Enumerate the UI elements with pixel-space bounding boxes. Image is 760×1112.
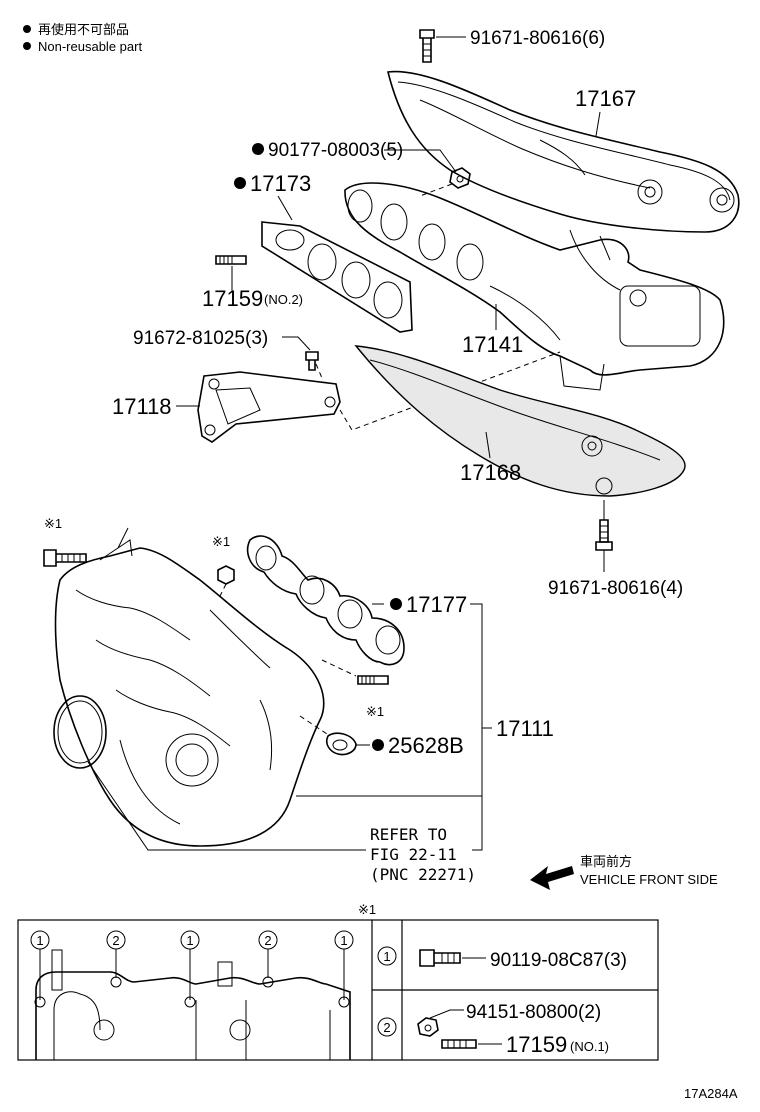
- note-mark: ※1: [366, 704, 384, 719]
- legend-jp: 再使用不可部品: [38, 22, 129, 37]
- label-17177: 17177: [406, 592, 467, 617]
- row2-part-b: 17159: [506, 1032, 567, 1057]
- label-17159-no2: 17159: [202, 286, 263, 311]
- bolt-91671-80616-top: 91671-80616(6): [419, 28, 605, 63]
- inset-callout: 1: [30, 930, 50, 1008]
- non-reusable-dot-icon: [390, 598, 402, 610]
- inset-callout: 1: [334, 930, 354, 1008]
- non-reusable-dot-icon: [252, 143, 264, 155]
- vehicle-front-direction: 車両前方 VEHICLE FRONT SIDE: [530, 854, 718, 890]
- o-ring-refer: [53, 695, 366, 851]
- note-table: ※1 1 2 1: [17, 902, 659, 1061]
- heat-insulator-17168: 17168: [354, 345, 686, 497]
- table-row: 2 94151-80800(2) 17159 (NO.1): [377, 1002, 609, 1057]
- note-stud-right: ※1: [321, 659, 389, 719]
- row2-part-a: 94151-80800(2): [466, 1002, 601, 1023]
- refer-line-1: REFER TO: [370, 825, 447, 844]
- inset-manifold-flange: [35, 949, 351, 1060]
- heat-insulator-17167: 17167: [387, 70, 740, 233]
- non-reusable-dot-icon: [234, 177, 246, 189]
- legend-dot-icon: [23, 42, 31, 50]
- direction-jp: 車両前方: [580, 854, 632, 869]
- row1-part: 90119-08C87(3): [490, 950, 627, 971]
- label-91671-80616-6: 91671-80616(6): [470, 28, 605, 49]
- table-header-mark: ※1: [358, 902, 376, 917]
- nut-90177-08003: 90177-08003(5): [252, 140, 471, 197]
- note-mark: ※1: [44, 516, 62, 531]
- figure-id: 17A284A: [684, 1086, 738, 1101]
- bolt-91671-80616-bottom: 91671-80616(4): [548, 500, 683, 599]
- refer-line-2: FIG 22-11: [370, 845, 457, 864]
- svg-text:2: 2: [112, 933, 119, 948]
- arrow-left-icon: [530, 866, 574, 890]
- inset-callout: 2: [106, 930, 126, 988]
- legend-en: Non-reusable part: [38, 39, 142, 54]
- note-mark: ※1: [212, 534, 230, 549]
- refer-line-3: (PNC 22271): [370, 865, 476, 884]
- label-17168: 17168: [460, 460, 521, 485]
- exhaust-manifold-17141: 17141: [344, 182, 725, 391]
- table-row: 1 90119-08C87(3): [377, 946, 627, 971]
- gasket-17177: 17177: [246, 535, 483, 851]
- refer-to-figure: REFER TO FIG 22-11 (PNC 22271): [370, 825, 476, 884]
- label-91671-80616-4: 91671-80616(4): [548, 578, 683, 599]
- bracket-17118: 17118: [112, 351, 561, 443]
- inset-callout: 1: [180, 930, 200, 1008]
- svg-text:1: 1: [36, 933, 43, 948]
- inset-callout: 2: [258, 930, 278, 988]
- note-nut-center: ※1: [212, 534, 235, 601]
- direction-en: VEHICLE FRONT SIDE: [580, 872, 718, 887]
- svg-text:1: 1: [340, 933, 347, 948]
- svg-text:2: 2: [264, 933, 271, 948]
- bolt-91672-81025: 91672-81025(3): [133, 328, 323, 379]
- label-17141: 17141: [462, 332, 523, 357]
- legend-dot-icon: [23, 25, 31, 33]
- gasket-17173: 17173: [234, 171, 413, 333]
- label-17118: 17118: [112, 394, 172, 419]
- non-reusable-dot-icon: [372, 739, 384, 751]
- legend: 再使用不可部品 Non-reusable part: [23, 22, 142, 54]
- row1-number: 1: [383, 949, 390, 964]
- row2-part-b-note: (NO.1): [570, 1039, 609, 1054]
- label-91672-81025: 91672-81025(3): [133, 328, 268, 349]
- label-17173: 17173: [250, 171, 311, 196]
- stud-17159-no2: 17159 (NO.2): [202, 255, 303, 311]
- label-17111: 17111: [496, 716, 554, 741]
- row2-number: 2: [383, 1020, 390, 1035]
- label-90177-08003: 90177-08003(5): [268, 140, 403, 161]
- svg-text:1: 1: [186, 933, 193, 948]
- note-bolt-left: ※1: [43, 516, 87, 567]
- gasket-25628b: 25628B: [299, 715, 464, 758]
- label-17159-no2-note: (NO.2): [264, 292, 303, 307]
- intake-manifold-17111: 17111: [54, 527, 554, 847]
- label-25628b: 25628B: [388, 733, 464, 758]
- label-17167: 17167: [575, 86, 636, 111]
